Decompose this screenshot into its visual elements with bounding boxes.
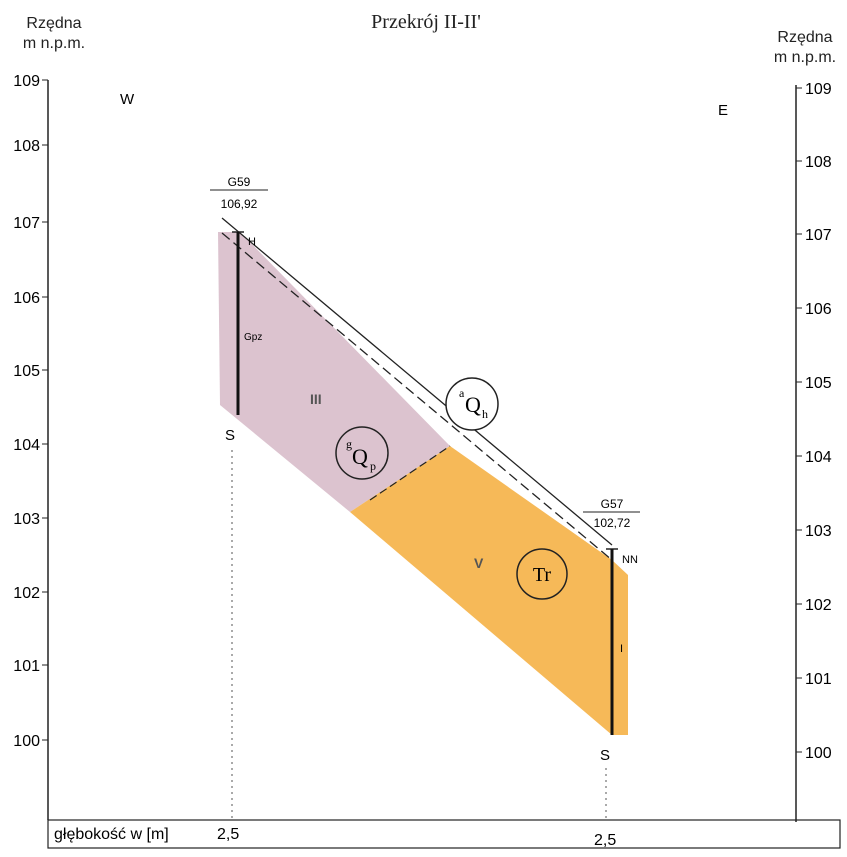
terrain-line-dashed (221, 232, 613, 561)
left-tick-104: 104 (13, 437, 40, 454)
east-label: E (718, 102, 728, 119)
right-axis-label-1: Rzędna (777, 29, 832, 46)
stratigraphy-Tr: Tr (516, 548, 568, 600)
g59-top-code: H (248, 236, 256, 248)
right-tick-101: 101 (805, 671, 832, 688)
left-axis-label-2: m n.p.m. (23, 35, 85, 52)
right-tick-labels: 109 108 107 106 105 104 103 102 101 100 (796, 81, 832, 762)
depth-row-box (47, 819, 841, 849)
depth-row-label: głębokość w [m] (54, 826, 169, 843)
left-tick-109: 109 (13, 73, 40, 90)
right-tick-103: 103 (805, 523, 832, 540)
aQh-sub: h (482, 407, 488, 421)
layer-Tr-orange (350, 446, 628, 735)
left-tick-labels: 109 108 107 106 105 104 103 102 101 100 (13, 73, 48, 750)
contact-dashed (369, 445, 451, 501)
left-tick-102: 102 (13, 585, 40, 602)
gQp-main: Q (352, 444, 368, 469)
left-tick-107: 107 (13, 215, 40, 232)
terrain-line-top (221, 217, 613, 546)
borehole-g57: G57 102,72 NN I S (583, 497, 640, 820)
left-tick-106: 106 (13, 290, 40, 307)
layer-gQp-pink (218, 232, 450, 512)
left-tick-103: 103 (13, 511, 40, 528)
gQp-sub: p (370, 459, 376, 473)
g59-bottom-code: S (225, 427, 235, 444)
g57-id: G57 (601, 497, 624, 511)
g57-layer-code: I (620, 643, 623, 655)
right-tick-109: 109 (805, 81, 832, 98)
left-tick-108: 108 (13, 138, 40, 155)
right-tick-100: 100 (805, 745, 832, 762)
aQh-main: Q (465, 392, 481, 417)
g57-top-code: NN (622, 554, 638, 566)
g59-depth: 2,5 (217, 826, 239, 843)
aQh-sup: a (459, 386, 465, 400)
g57-bottom-code: S (600, 747, 610, 764)
right-tick-105: 105 (805, 375, 832, 392)
right-tick-108: 108 (805, 154, 832, 171)
g59-id: G59 (228, 175, 251, 189)
left-tick-105: 105 (13, 363, 40, 380)
section-title: Przekrój II-II' (371, 11, 481, 33)
g57-elevation: 102,72 (594, 516, 631, 530)
left-tick-100: 100 (13, 733, 40, 750)
borehole-g59: G59 106,92 H Gpz S (210, 175, 268, 820)
right-tick-102: 102 (805, 597, 832, 614)
right-axis-label-2: m n.p.m. (774, 49, 836, 66)
stratigraphy-gQp: g Q p (335, 426, 389, 480)
gQp-sup: g (346, 437, 352, 451)
stratigraphy-aQh: a Q h (445, 377, 499, 431)
g59-elevation: 106,92 (221, 197, 258, 211)
right-tick-106: 106 (805, 301, 832, 318)
layer-label-v: V (474, 555, 484, 571)
left-axis-label-1: Rzędna (26, 15, 81, 32)
left-tick-101: 101 (13, 658, 40, 675)
g57-depth: 2,5 (594, 832, 616, 849)
layer-label-iii: III (310, 391, 322, 407)
right-tick-104: 104 (805, 449, 832, 466)
Tr-main: Tr (533, 564, 552, 586)
g59-layer-code: Gpz (244, 332, 262, 343)
right-tick-107: 107 (805, 227, 832, 244)
west-label: W (120, 91, 135, 108)
